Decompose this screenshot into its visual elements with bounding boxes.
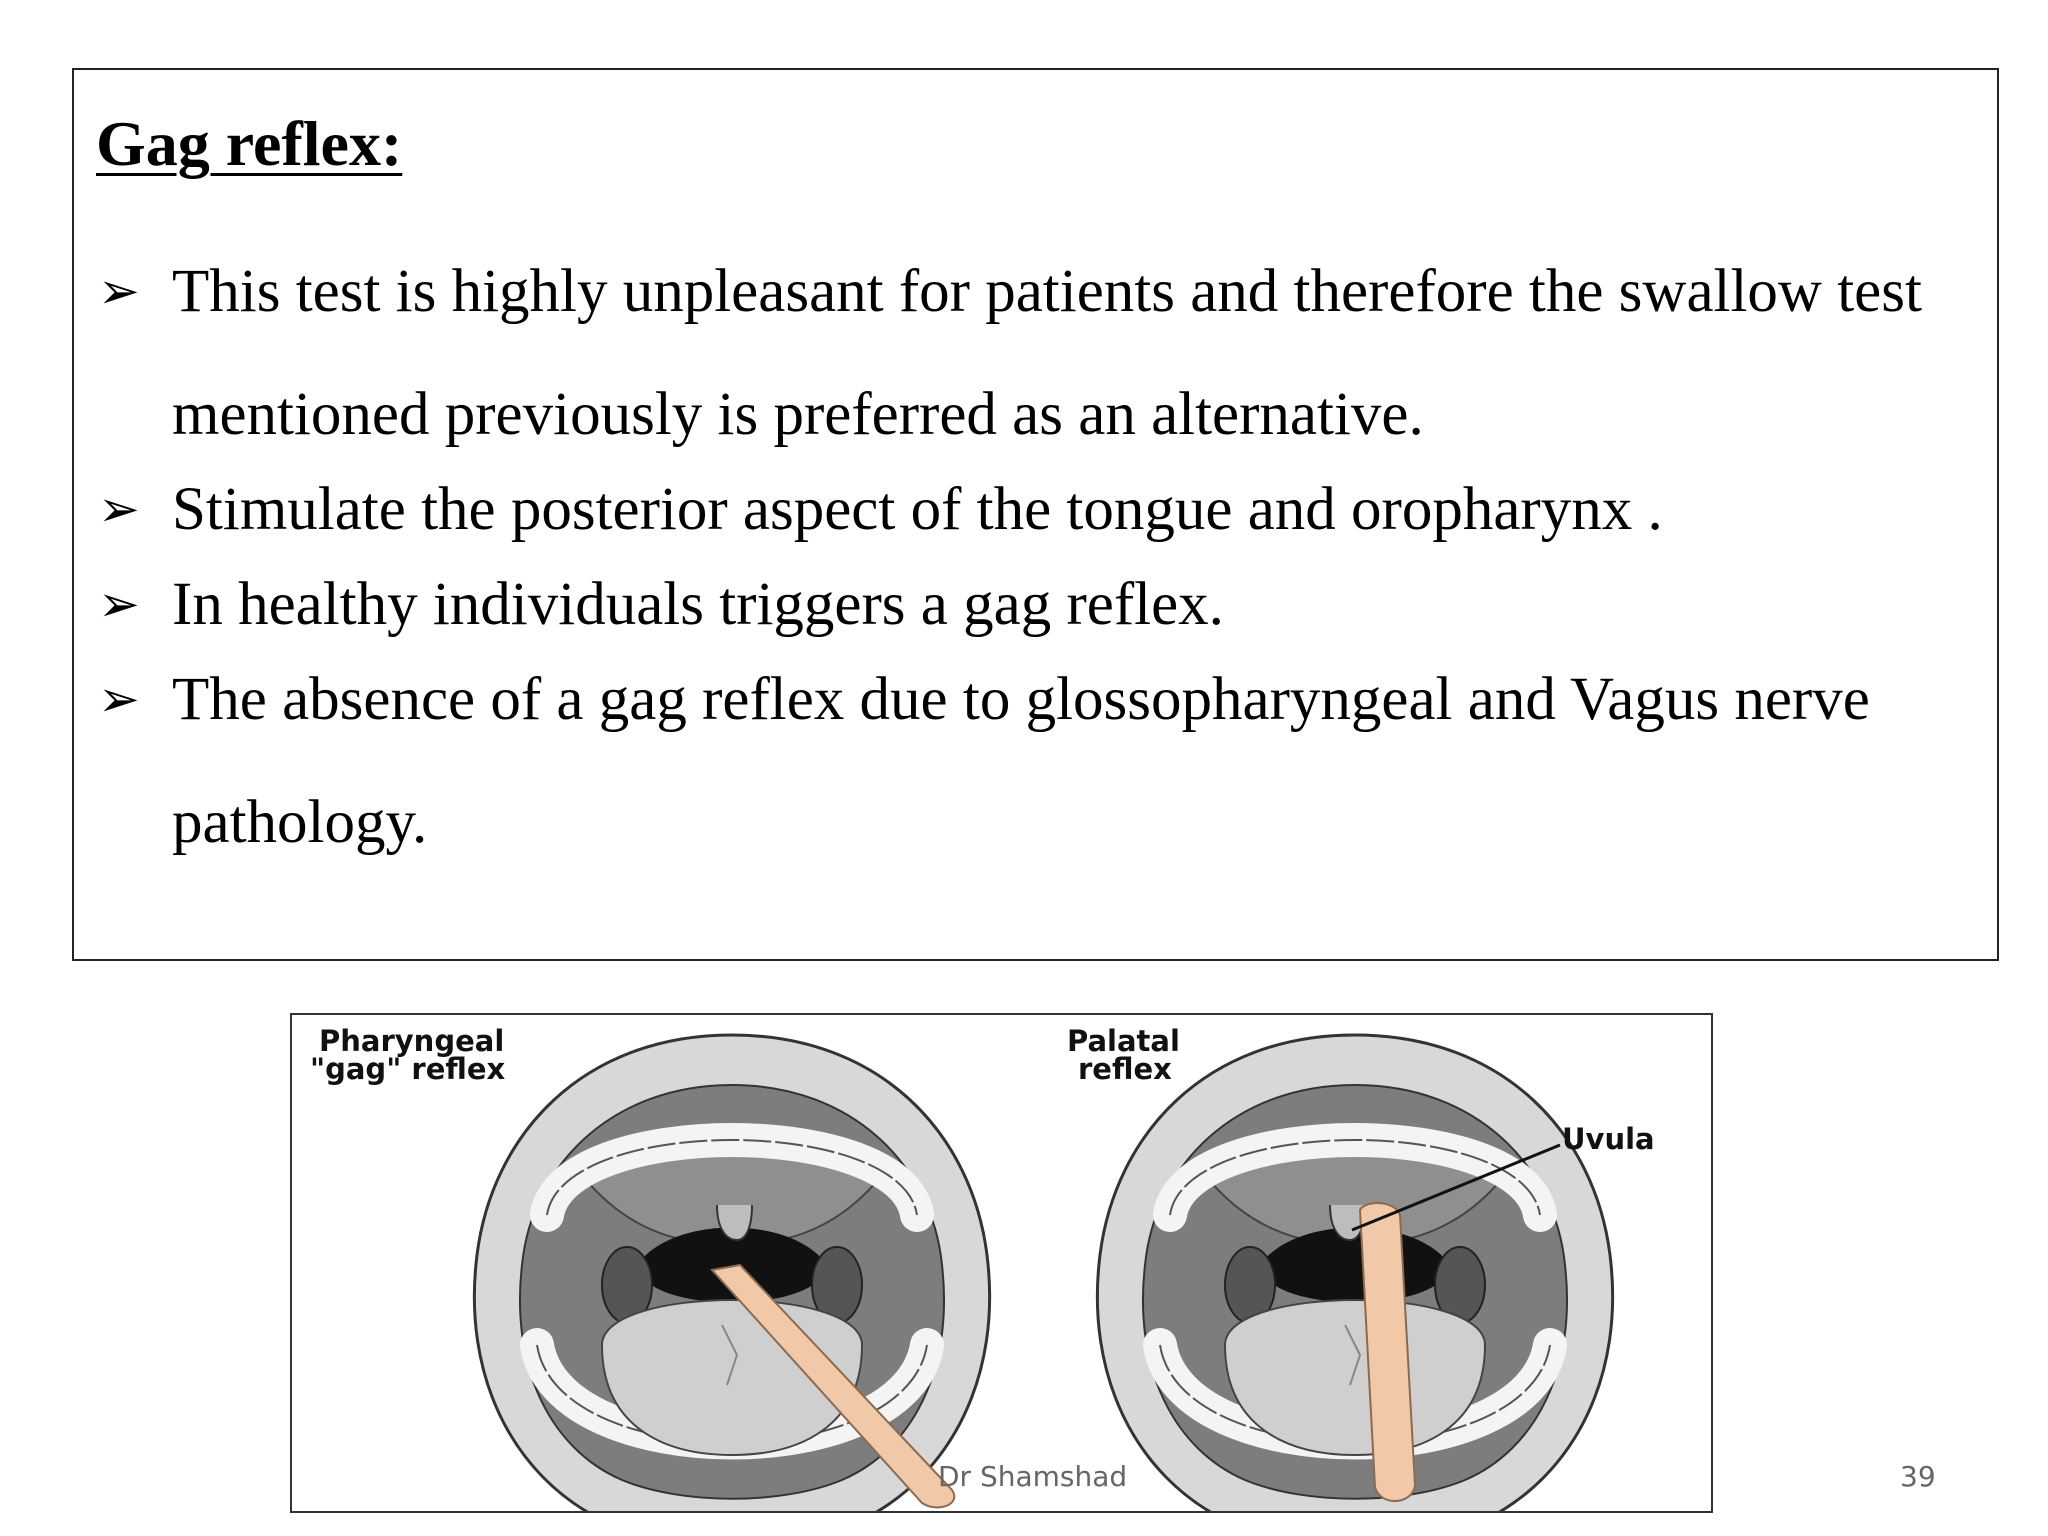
page-number: 39	[1900, 1460, 1936, 1493]
pharyngeal-label-line2: "gag" reflex	[310, 1052, 506, 1086]
arrow-bullet-icon: ➢	[98, 262, 140, 320]
arrow-bullet-icon: ➢	[98, 480, 140, 538]
bullet-text: In healthy individuals triggers a gag re…	[172, 571, 1224, 638]
right-mouth-drawing	[1097, 1035, 1612, 1513]
bullet-list: ➢ This test is highly unpleasant for pat…	[96, 230, 1976, 884]
bullet-item: ➢ Stimulate the posterior aspect of the …	[96, 448, 1976, 571]
bullet-item: ➢ In healthy individuals triggers a gag …	[96, 543, 1976, 666]
bullet-text: Stimulate the posterior aspect of the to…	[172, 476, 1663, 543]
arrow-bullet-icon: ➢	[98, 670, 140, 728]
content-box: Gag reflex: ➢ This test is highly unplea…	[72, 68, 1999, 961]
palatal-label-line2: reflex	[1078, 1052, 1172, 1086]
uvula-label: Uvula	[1562, 1122, 1655, 1156]
bullet-text: The absence of a gag reflex due to gloss…	[172, 666, 1870, 856]
palatal-label-line1: Palatal	[1067, 1024, 1180, 1058]
pharyngeal-label-line1: Pharyngeal	[319, 1024, 505, 1058]
bullet-text: This test is highly unpleasant for patie…	[172, 258, 1922, 448]
bullet-item: ➢ This test is highly unpleasant for pat…	[96, 230, 1976, 476]
reflex-illustration: Pharyngeal "gag" reflex Palatal reflex U…	[290, 1013, 1713, 1513]
footer-author: Dr Shamshad	[938, 1460, 1128, 1493]
arrow-bullet-icon: ➢	[98, 575, 140, 633]
mouth-diagrams	[292, 1015, 1713, 1513]
bullet-item: ➢ The absence of a gag reflex due to glo…	[96, 638, 1976, 884]
slide-heading: Gag reflex:	[96, 108, 403, 179]
left-mouth-drawing	[474, 1035, 989, 1513]
